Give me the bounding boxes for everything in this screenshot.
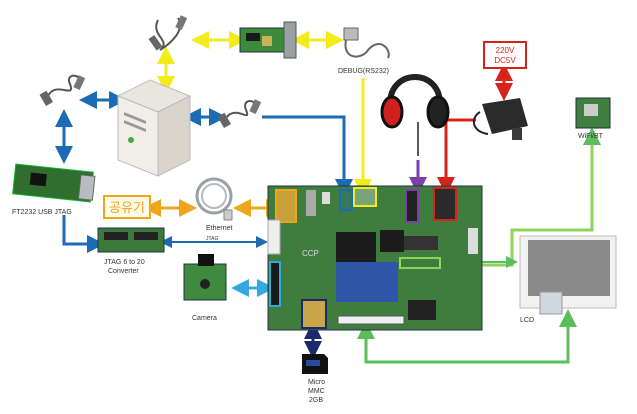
pc-tower	[116, 79, 192, 177]
micro-sd-card: Micro MMC 2GB	[302, 354, 328, 404]
jtag-conv-label-2: Converter	[108, 268, 139, 275]
ethernet-label: Ethernet	[206, 225, 233, 232]
headphones	[380, 74, 450, 156]
power-adapter	[472, 98, 528, 140]
camera-module: Camera	[183, 254, 227, 322]
lcd-panel: LCD	[519, 235, 617, 324]
router-label: 공유기	[109, 201, 145, 216]
arrow-adapter-to-board	[437, 118, 476, 195]
sd-label-2: MMC	[308, 388, 325, 395]
usb-cable-left	[39, 74, 86, 107]
jtag-conv-label-1: JTAG 6 to 20	[104, 259, 145, 266]
usb-cable-mid	[217, 99, 262, 129]
jtag-small-label: JTAG	[206, 236, 219, 242]
main-board: CCP	[267, 185, 483, 331]
board-brand-label: CCP	[302, 249, 319, 258]
debug-label: DEBUG(RS232)	[338, 68, 389, 75]
power-source-box: 220V DC5V	[483, 41, 527, 69]
sd-label-3: 2GB	[309, 397, 323, 404]
usb-serial-adapter	[239, 21, 297, 59]
ft2232-label: FT2232 USB JTAG	[12, 209, 72, 216]
arrow-usbcable2-to-board	[262, 115, 353, 197]
camera-label: Camera	[192, 315, 217, 322]
wifi-label: WiFi/BT	[578, 133, 604, 140]
router-box: 공유기	[103, 195, 151, 219]
sd-label-1: Micro	[308, 379, 325, 386]
power-label-dc5v: DC5V	[494, 56, 516, 65]
jtag-converter: JTAG 6 to 20 Converter JTAG	[97, 227, 219, 275]
ft2232-usb-jtag: FT2232 USB JTAG	[12, 163, 96, 216]
power-label-220v: 220V	[496, 46, 515, 55]
wifi-bt-module: WiFi/BT	[575, 97, 611, 140]
arrow-board-to-wifi	[440, 127, 601, 267]
usb-cable-top	[148, 15, 188, 51]
arrow-ft2232-to-jtagconv	[62, 215, 105, 253]
ethernet-cable: Ethernet	[195, 177, 233, 232]
lcd-label: LCD	[520, 317, 534, 324]
arrow-board-to-lcd	[357, 309, 577, 364]
debug-cable: DEBUG(RS232)	[338, 27, 390, 75]
